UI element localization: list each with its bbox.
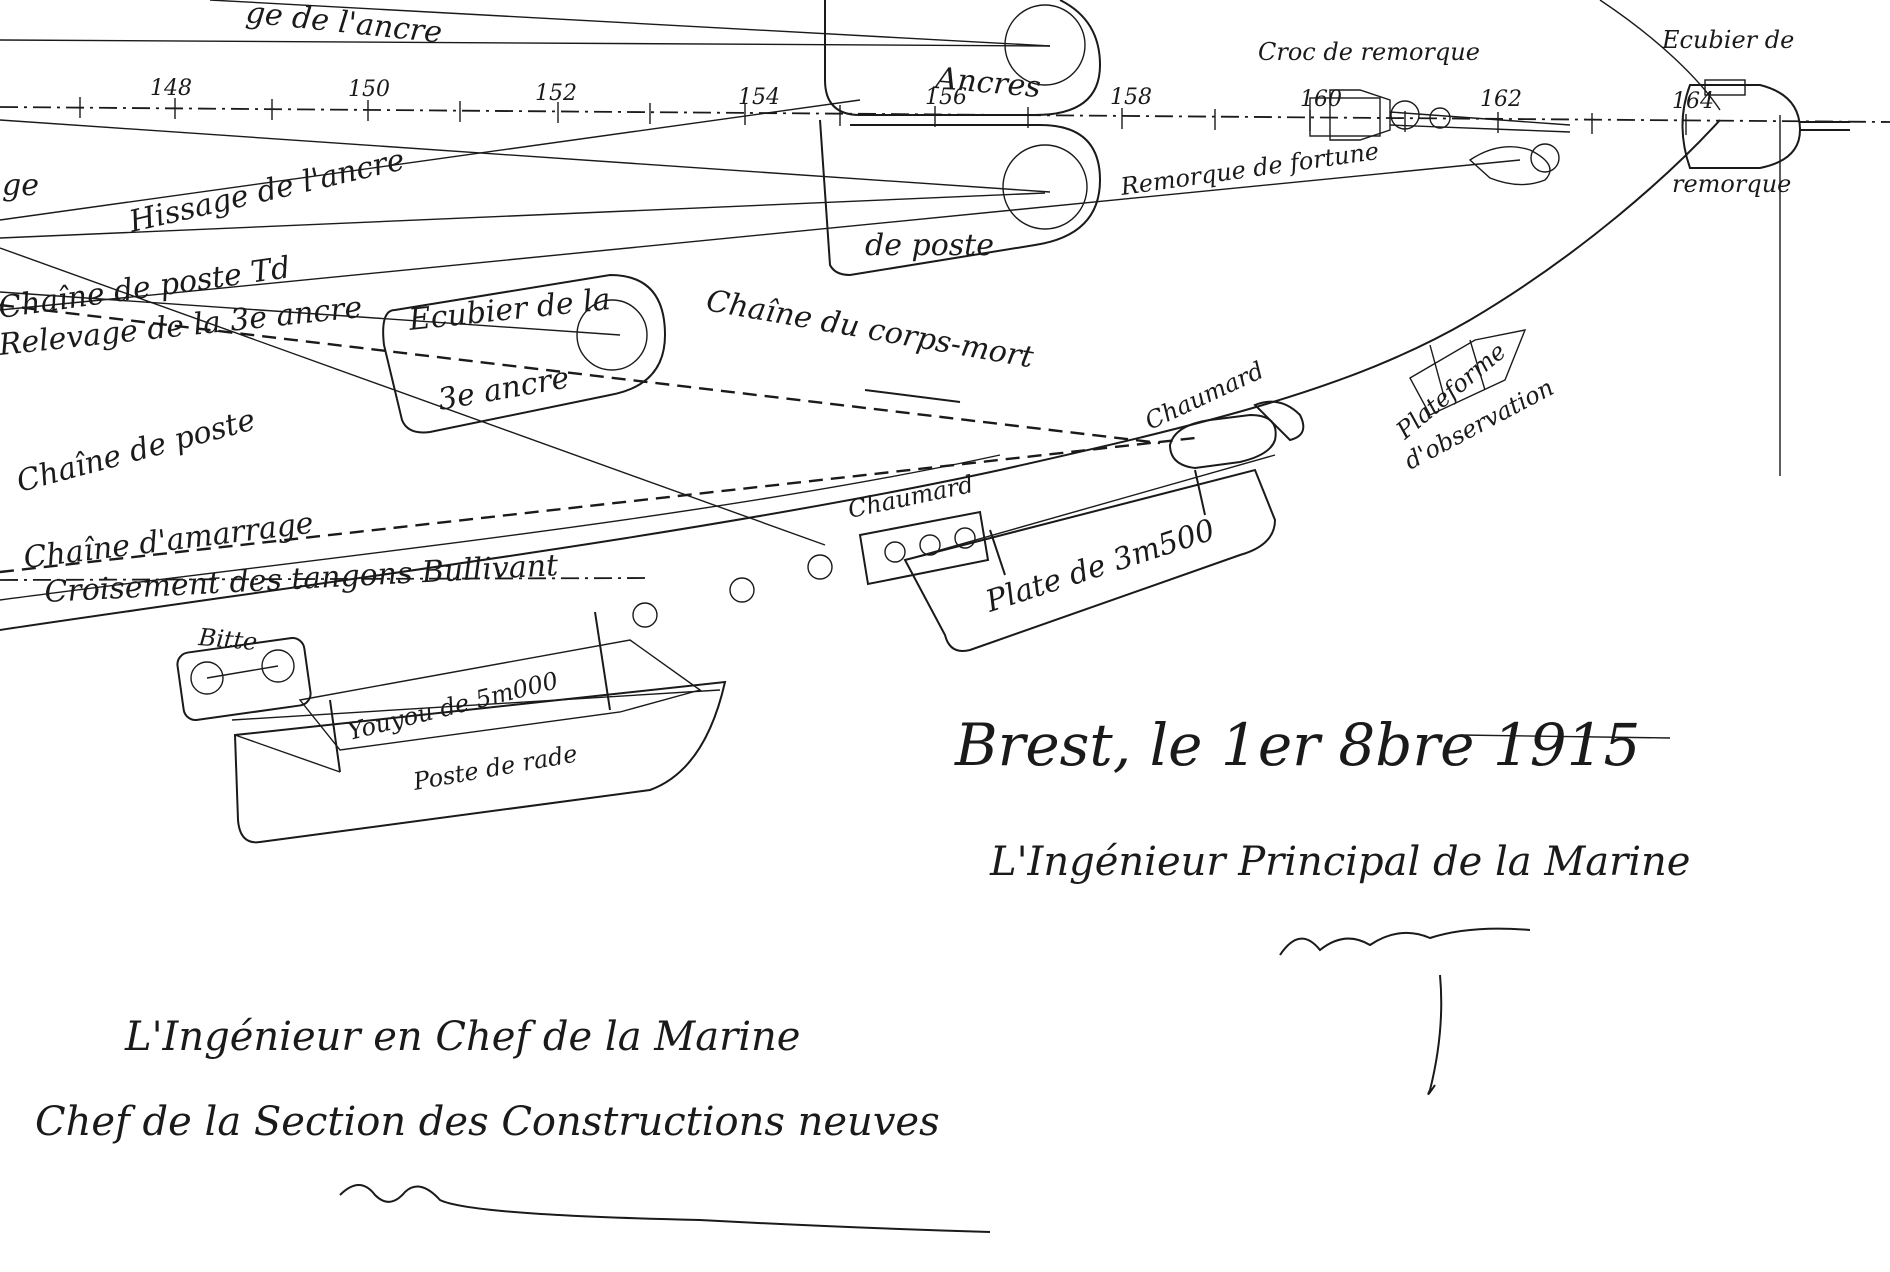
label-ancre-top: ge de l'ancre bbox=[244, 0, 444, 51]
dinghy-plate bbox=[903, 454, 1277, 652]
tow-hook-assembly bbox=[1309, 79, 1850, 186]
fairleads bbox=[632, 400, 1305, 628]
tick-label-152: 152 bbox=[535, 81, 577, 106]
chef-section-constructions-neuves: Chef de la Section des Constructions neu… bbox=[35, 1099, 940, 1145]
chain-lines bbox=[0, 0, 1521, 581]
boats-youyou bbox=[231, 611, 727, 844]
tick-label-148: 148 bbox=[150, 76, 192, 101]
signature-principal bbox=[1279, 927, 1531, 1095]
frame-scale: 148 150 152 154 156 158 160 162 164 bbox=[0, 76, 1890, 476]
anchor-wells bbox=[382, 0, 1102, 434]
tick-label-160: 160 bbox=[1300, 87, 1342, 112]
place-and-date: Brest, le 1er 8bre 1915 bbox=[954, 711, 1640, 779]
label-poste-de-rade: Poste de rade bbox=[410, 740, 579, 797]
label-ecubier-3e-line2: 3e ancre bbox=[435, 360, 572, 417]
signature-block: Brest, le 1er 8bre 1915 L'Ingénieur Prin… bbox=[35, 711, 1690, 1233]
label-youyou-5m000: Youyou de 5m000 bbox=[345, 666, 561, 745]
tick-label-154: 154 bbox=[738, 85, 780, 110]
hull-outline bbox=[0, 0, 1721, 631]
ingenieur-principal-title: L'Ingénieur Principal de la Marine bbox=[989, 839, 1690, 885]
tick-label-156: 156 bbox=[925, 85, 967, 110]
label-ecubier-3e-line1: Ecubier de la bbox=[406, 282, 612, 338]
tick-label-150: 150 bbox=[348, 77, 390, 102]
label-bitte: Bitte bbox=[196, 623, 258, 656]
label-chaine-de-poste: Chaîne de poste bbox=[13, 402, 259, 499]
bollard bbox=[176, 636, 312, 722]
label-ecubier-de-remorque-line1: Ecubier de bbox=[1661, 26, 1794, 54]
label-chaumard-bow: Chaumard bbox=[1141, 356, 1268, 435]
tick-label-158: 158 bbox=[1110, 85, 1152, 110]
label-left-fragment: ge bbox=[2, 168, 39, 203]
label-ecubier-de-remorque-line2: remorque bbox=[1672, 170, 1791, 198]
observation-platform bbox=[1409, 329, 1527, 416]
label-de-poste: de poste bbox=[865, 228, 994, 263]
label-remorque-de-fortune: Remorque de fortune bbox=[1118, 137, 1381, 201]
label-chaine-corps-mort: Chaîne du corps-mort bbox=[704, 283, 1037, 375]
ingenieur-en-chef-title: L'Ingénieur en Chef de la Marine bbox=[124, 1014, 800, 1060]
tick-label-162: 162 bbox=[1480, 87, 1522, 112]
signature-chef bbox=[339, 1184, 991, 1233]
label-croc-de-remorque: Croc de remorque bbox=[1258, 38, 1480, 66]
label-hissage-ancre: Hissage de l'ancre bbox=[125, 142, 408, 240]
